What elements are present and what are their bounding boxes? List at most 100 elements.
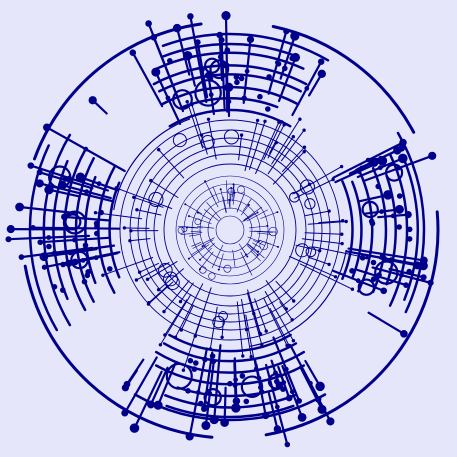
lobe-node-dot bbox=[227, 381, 233, 387]
lobe-terminal-dot bbox=[395, 205, 404, 214]
middle-dot bbox=[207, 118, 210, 121]
lobe-terminal-dot bbox=[380, 287, 387, 294]
long-spoke-dot bbox=[413, 261, 421, 269]
lobe-junction-dot bbox=[209, 92, 214, 97]
lobe-node-dot bbox=[371, 276, 377, 282]
long-spoke-dot bbox=[317, 405, 326, 414]
middle-dot bbox=[263, 120, 266, 123]
lobe-terminal-dot bbox=[221, 11, 230, 20]
middle-dot bbox=[245, 328, 248, 331]
lobe-node-dot bbox=[407, 227, 413, 233]
middle-dot bbox=[135, 208, 138, 211]
lobe-node-dot bbox=[375, 184, 381, 190]
lobe-junction-dot bbox=[196, 390, 201, 395]
lobe-node-dot bbox=[185, 388, 191, 394]
middle-dot bbox=[135, 278, 138, 281]
lobe-node-dot bbox=[276, 61, 282, 67]
middle-dot bbox=[241, 354, 244, 357]
lobe-node-dot bbox=[371, 260, 377, 266]
middle-dot bbox=[292, 135, 295, 138]
lobe-node-dot bbox=[46, 244, 52, 250]
inner-dot bbox=[248, 204, 250, 206]
lobe-terminal-dot bbox=[428, 280, 434, 286]
inner-dot bbox=[204, 180, 206, 182]
inner-dot bbox=[184, 203, 186, 205]
lobe-node-dot bbox=[52, 284, 58, 290]
middle-dot bbox=[186, 100, 189, 103]
lobe-node-dot bbox=[239, 76, 245, 82]
middle-dot bbox=[345, 220, 348, 223]
middle-dot bbox=[292, 339, 295, 342]
middle-dot bbox=[340, 233, 343, 236]
lobe-terminal-dot bbox=[201, 421, 210, 430]
long-spoke-dot bbox=[216, 32, 223, 39]
lobe-node-dot bbox=[193, 360, 199, 366]
lobe-junction-dot bbox=[97, 181, 102, 186]
lobe-terminal-dot bbox=[405, 211, 412, 218]
lobe-junction-dot bbox=[391, 214, 396, 219]
lobe-node-dot bbox=[167, 58, 173, 64]
inner-dot bbox=[188, 258, 190, 260]
lobe-node-dot bbox=[257, 94, 263, 100]
lobe-node-dot bbox=[208, 75, 214, 81]
inner-dot bbox=[277, 246, 279, 248]
lobe-node-dot bbox=[234, 74, 240, 80]
lobe-node-dot bbox=[60, 262, 66, 268]
inner-dot bbox=[258, 240, 260, 242]
inner-dot bbox=[246, 256, 248, 258]
middle-dot bbox=[318, 249, 321, 252]
lobe-node-dot bbox=[188, 358, 194, 364]
middle-dot bbox=[138, 271, 141, 274]
lobe-junction-dot bbox=[72, 238, 77, 243]
lobe-terminal-dot bbox=[285, 442, 291, 448]
lobe-node-dot bbox=[94, 231, 100, 237]
inner-dot bbox=[257, 254, 259, 256]
lobe-node-dot bbox=[82, 279, 88, 285]
lobe-terminal-dot bbox=[28, 162, 35, 169]
lobe-node-dot bbox=[83, 243, 89, 249]
lobe-node-dot bbox=[192, 366, 198, 372]
middle-dot bbox=[250, 355, 253, 358]
long-spoke-dot bbox=[44, 185, 53, 194]
lobe-terminal-dot bbox=[42, 265, 47, 270]
long-spoke bbox=[225, 388, 226, 423]
middle-spoke bbox=[124, 228, 149, 229]
lobe-terminal-dot bbox=[36, 179, 44, 187]
lobe-node-dot bbox=[280, 386, 286, 392]
lobe-node-dot bbox=[210, 353, 216, 359]
middle-dot bbox=[149, 179, 152, 182]
lobe-terminal-dot bbox=[195, 39, 201, 45]
lobe-terminal-dot bbox=[283, 28, 289, 34]
middle-dot bbox=[194, 334, 197, 337]
lobe-terminal-dot bbox=[296, 398, 302, 404]
middle-dot bbox=[132, 196, 135, 199]
middle-dot bbox=[327, 209, 330, 212]
lobe-node-dot bbox=[85, 273, 91, 279]
lobe-node-dot bbox=[225, 47, 231, 53]
lobe-terminal-dot bbox=[19, 254, 25, 260]
lobe-terminal-dot bbox=[233, 397, 241, 405]
lobe-junction-dot bbox=[366, 158, 371, 163]
lobe-junction-dot bbox=[275, 405, 280, 410]
lobe-node-dot bbox=[240, 373, 246, 379]
lobe-junction-dot bbox=[46, 235, 51, 240]
lobe-terminal-dot bbox=[154, 401, 163, 410]
middle-dot bbox=[265, 329, 268, 332]
lobe-junction-dot bbox=[284, 367, 289, 372]
middle-dot bbox=[260, 343, 263, 346]
inner-dot bbox=[202, 245, 204, 247]
middle-dot bbox=[128, 239, 131, 242]
lobe-terminal-dot bbox=[186, 432, 194, 440]
long-spoke-dot bbox=[7, 225, 15, 233]
inner-dot bbox=[188, 215, 190, 217]
middle-dot bbox=[182, 369, 185, 372]
lobe-node-dot bbox=[289, 56, 295, 62]
middle-dot bbox=[220, 336, 223, 339]
lobe-node-dot bbox=[202, 357, 208, 363]
long-spoke-dot bbox=[315, 396, 321, 402]
long-spoke-dot bbox=[421, 274, 427, 280]
lobe-node-dot bbox=[211, 359, 217, 365]
inner-dot bbox=[228, 199, 230, 201]
middle-dot bbox=[303, 150, 306, 153]
